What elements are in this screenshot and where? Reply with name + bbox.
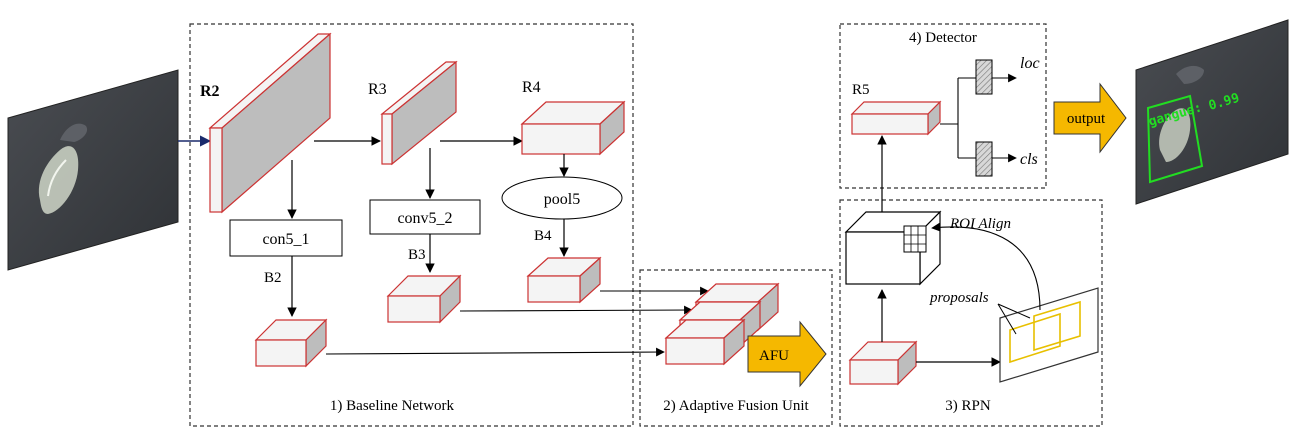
detector-frame bbox=[839, 23, 1047, 189]
r5-label: R5 bbox=[852, 82, 870, 98]
cls-label: cls bbox=[1020, 151, 1038, 168]
baseline-network-frame bbox=[189, 23, 634, 427]
r2-label: R2 bbox=[200, 83, 220, 100]
pool5-label: pool5 bbox=[544, 191, 580, 208]
b2-feature-block bbox=[254, 318, 328, 368]
b2-to-afu-arrow bbox=[325, 347, 665, 357]
roi-align-cube bbox=[844, 210, 942, 286]
afu-caption: 2) Adaptive Fusion Unit bbox=[663, 398, 809, 414]
afu-arrow bbox=[747, 320, 827, 388]
b3-label: B3 bbox=[408, 247, 426, 263]
afu-arrow-label: AFU bbox=[759, 348, 789, 364]
afu-frame bbox=[639, 269, 833, 427]
con5-1-layer bbox=[229, 219, 343, 257]
cls-fc-layer bbox=[975, 141, 993, 177]
r4-label: R4 bbox=[522, 79, 541, 96]
rpn-input-block bbox=[848, 340, 918, 386]
proposals-pointer-2 bbox=[997, 303, 1017, 335]
r3-label: R3 bbox=[368, 81, 387, 98]
output-label: output bbox=[1067, 111, 1106, 127]
detector-title: 4) Detector bbox=[909, 30, 977, 46]
r2-feature-block bbox=[208, 32, 332, 214]
baseline-network-caption: 1) Baseline Network bbox=[330, 398, 455, 414]
detection-box bbox=[1146, 94, 1204, 184]
roi-align-label: ROI Align bbox=[949, 216, 1011, 232]
rpn-caption: 3) RPN bbox=[945, 398, 991, 414]
r5-feature-block bbox=[850, 100, 942, 136]
r3-feature-block bbox=[380, 60, 458, 166]
output-image bbox=[1135, 19, 1289, 205]
b2-label: B2 bbox=[264, 270, 282, 286]
pool5-layer bbox=[501, 176, 623, 220]
roi-align-curve-arrow bbox=[931, 222, 1041, 311]
conv5-2-layer bbox=[369, 199, 481, 235]
proposals-label: proposals bbox=[929, 290, 989, 306]
afu-fusion-blocks bbox=[664, 282, 780, 366]
loc-fc-layer bbox=[975, 59, 993, 95]
proposals-pointer-1 bbox=[997, 303, 1031, 319]
b3-to-afu-arrow bbox=[459, 305, 693, 315]
input-image bbox=[7, 69, 179, 271]
rpn-frame bbox=[839, 199, 1103, 427]
conv5-2-label: conv5_2 bbox=[397, 210, 452, 227]
b4-feature-block bbox=[526, 256, 602, 304]
loc-label: loc bbox=[1020, 55, 1040, 72]
con5-1-label: con5_1 bbox=[262, 231, 309, 248]
b3-feature-block bbox=[386, 274, 462, 324]
b4-label: B4 bbox=[534, 228, 552, 244]
r4-feature-block bbox=[520, 100, 626, 156]
output-arrow bbox=[1053, 82, 1127, 154]
proposals-plane bbox=[999, 287, 1099, 383]
